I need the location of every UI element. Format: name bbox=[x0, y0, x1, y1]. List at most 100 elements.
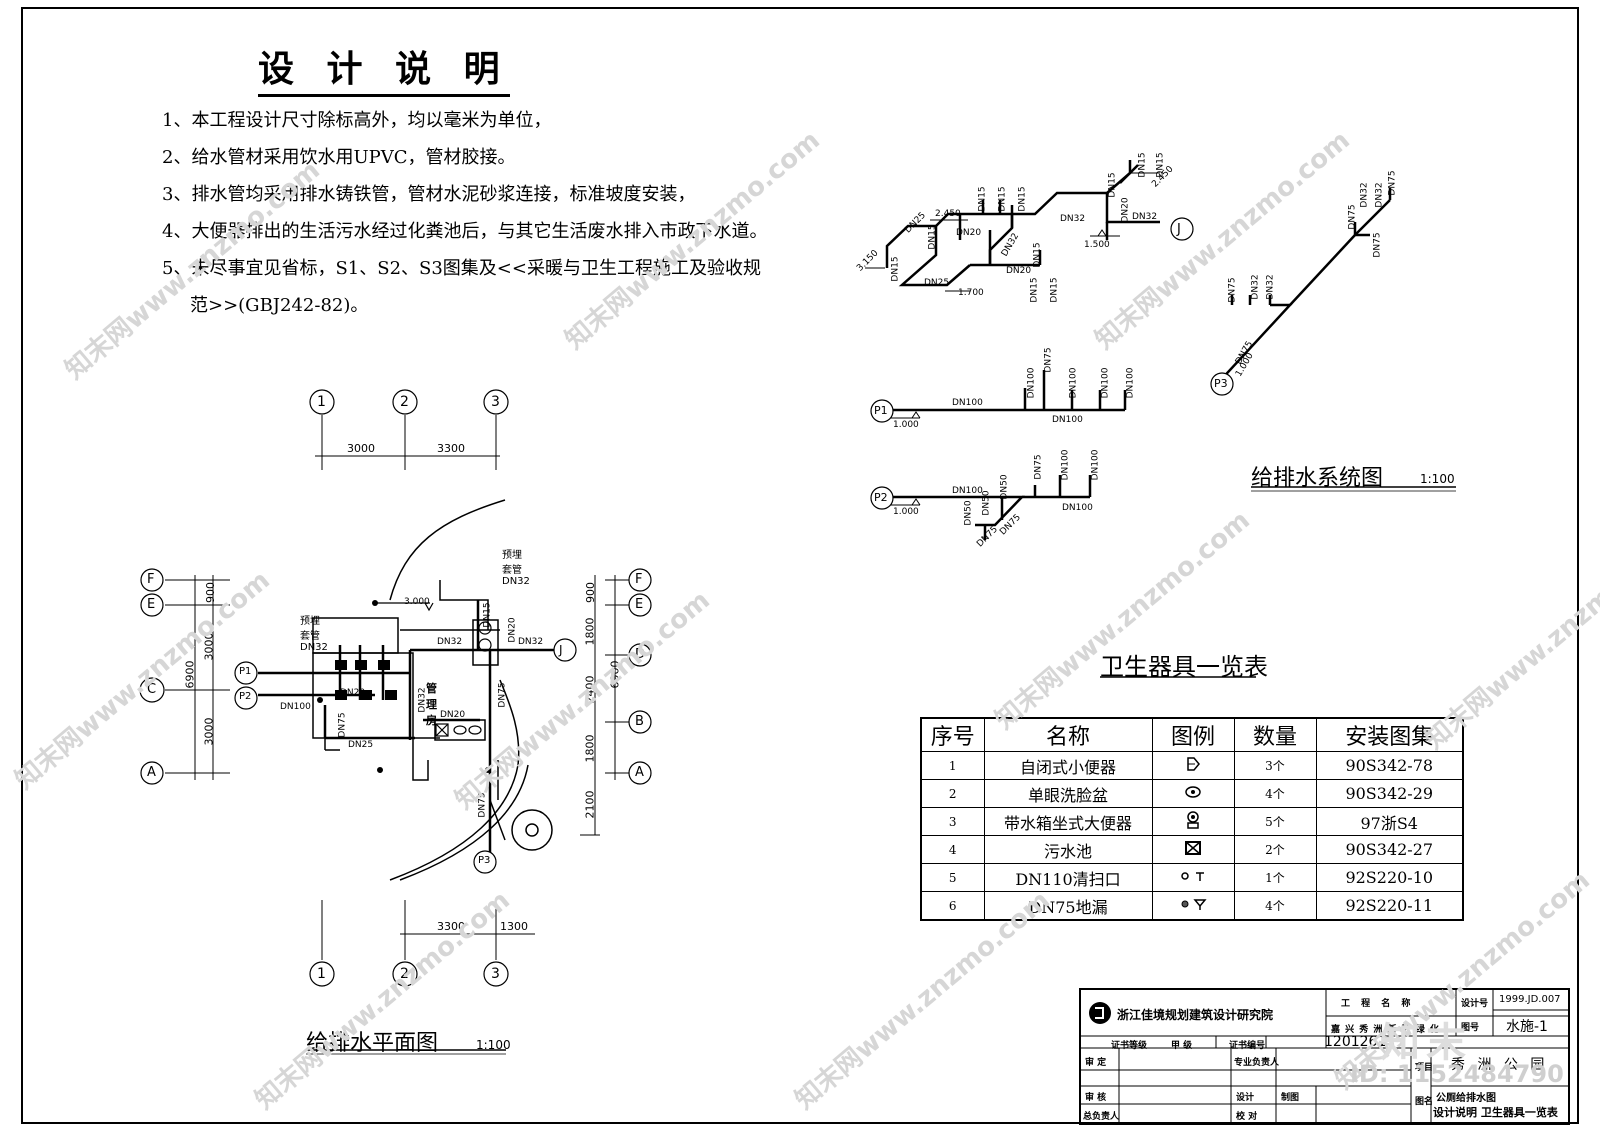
institute-name: 浙江佳境规划建筑设计研究院 bbox=[1117, 1008, 1274, 1022]
pipe-label: DN32 bbox=[437, 637, 463, 647]
review-label: 审 核 bbox=[1085, 1093, 1107, 1103]
dimension-label: 3000 bbox=[202, 717, 216, 746]
label-dn: DN100 bbox=[1100, 367, 1111, 399]
col-header: 序号 bbox=[920, 717, 985, 752]
label-dn: DN50 bbox=[999, 474, 1010, 500]
label-dn: DN75 bbox=[1033, 454, 1044, 480]
label-dn: DN75 bbox=[1347, 204, 1358, 230]
label-p3: P3 bbox=[1214, 377, 1228, 390]
label-dn: DN32 bbox=[1374, 182, 1385, 208]
col-header: 图例 bbox=[1151, 717, 1235, 752]
title-block: 浙江佳境规划建筑设计研究院 工 程 名 称 嘉 兴 秀 洲 新 区 绿 化 设计… bbox=[1079, 988, 1570, 1125]
label-dn: DN100 bbox=[1052, 415, 1083, 425]
label-elevation: 2.450 bbox=[935, 209, 961, 219]
axis-label: D bbox=[635, 647, 646, 662]
label-p1: P1 bbox=[239, 666, 252, 677]
label-dn: DN32 bbox=[1060, 214, 1086, 224]
drawing-name: 设计说明 卫生器具一览表 bbox=[1433, 1106, 1558, 1119]
cert-grade-label: 证书等级 bbox=[1111, 1041, 1148, 1051]
axis-label: E bbox=[635, 597, 644, 612]
label-dn: DN15 bbox=[1029, 277, 1040, 303]
label-dn: DN15 bbox=[1107, 172, 1118, 198]
sheet-border bbox=[21, 7, 1579, 1124]
label-elevation: 1.700 bbox=[958, 288, 984, 298]
institute-logo-icon bbox=[1089, 1002, 1111, 1024]
dimension-label: 3000 bbox=[202, 632, 216, 661]
title-block-grid bbox=[1081, 990, 1568, 1123]
label-dn: DN20 bbox=[1120, 197, 1131, 223]
pipe-label: DN20 bbox=[440, 710, 466, 720]
label-elevation: 1.500 bbox=[1084, 240, 1110, 250]
drawing-no: 水施-1 bbox=[1506, 1019, 1548, 1035]
label-p2: P2 bbox=[874, 491, 888, 504]
label-dn: DN100 bbox=[1090, 449, 1101, 481]
dimension-label: 3000 bbox=[347, 442, 375, 455]
supply-isometric bbox=[885, 160, 1160, 287]
note-line: 5、未尽事宜见省标，S1、S2、S3图集及<<采暖与卫生工程施工及验收规 bbox=[162, 258, 761, 279]
label-p2: P2 bbox=[239, 691, 252, 702]
table-row: 4 污水池 2个 90S342-27 bbox=[920, 835, 1464, 864]
pipe-label: DN100 bbox=[280, 702, 311, 712]
axis-label: 2 bbox=[400, 966, 409, 982]
system-diagram-title: 给排水系统图 bbox=[1251, 466, 1384, 491]
label-dn: DN100 bbox=[1125, 367, 1136, 399]
sleeve-label: 预埋套管DN32 bbox=[300, 616, 328, 653]
plan-scale: 1:100 bbox=[476, 1038, 511, 1052]
pipe-label: DN75 bbox=[497, 682, 508, 708]
table-row: 1 自闭式小便器 3个 90S342-78 bbox=[920, 751, 1464, 780]
axis-label: 1 bbox=[317, 966, 326, 982]
table-row: 2 单眼洗脸盆 4个 90S342-29 bbox=[920, 779, 1464, 808]
col-header: 安装图集 bbox=[1315, 717, 1464, 752]
label-dn: DN32 bbox=[1132, 212, 1158, 222]
design-no: 1999.JD.007 bbox=[1499, 994, 1561, 1005]
label-dn: DN50 bbox=[981, 490, 992, 516]
dimension-label: 2100 bbox=[583, 790, 597, 819]
dimension-label: 1800 bbox=[583, 734, 597, 763]
label-dn: DN75 bbox=[1372, 232, 1383, 258]
supply-leaders bbox=[865, 172, 1160, 292]
note-line: 4、大便器排出的生活污水经过化粪池后，与其它生活废水排入市政下水道。 bbox=[162, 221, 768, 242]
dimension-label: 1300 bbox=[500, 920, 528, 933]
axis-label: F bbox=[147, 572, 155, 587]
label-elevation: 1.000 bbox=[893, 420, 919, 430]
plan-title: 给排水平面图 bbox=[306, 1031, 439, 1056]
label-dn: DN100 bbox=[952, 398, 983, 408]
project-name-label: 工 程 名 称 bbox=[1341, 999, 1415, 1009]
drawing-name-top: 公厕给排水图 bbox=[1436, 1093, 1496, 1104]
dimension-label: 900 bbox=[204, 582, 217, 603]
pipe-label: DN20 bbox=[340, 688, 366, 698]
note-line: 2、给水管材采用饮水用UPVC，管材胶接。 bbox=[162, 147, 516, 168]
label-dn: DN32 bbox=[1265, 274, 1276, 300]
label-dn: DN100 bbox=[952, 486, 983, 496]
urinal-icon bbox=[1187, 756, 1200, 771]
label-dn: DN100 bbox=[1062, 503, 1093, 513]
fixture-table: 序号 名称 图例 数量 安装图集 1 自闭式小便器 3个 90S342-78 2… bbox=[920, 717, 1464, 921]
table-row: 6 DN75地漏 4个 92S220-11 bbox=[920, 891, 1464, 921]
cert-grade: 甲 级 bbox=[1171, 1041, 1193, 1051]
label-elevation: 1.000 bbox=[893, 507, 919, 517]
design-no-label: 设计号 bbox=[1461, 999, 1489, 1009]
project-name: 嘉 兴 秀 洲 新 区 绿 化 bbox=[1331, 1025, 1440, 1035]
sleeve-label: 预埋套管DN32 bbox=[502, 550, 530, 587]
label-dn: DN75 bbox=[1043, 347, 1054, 373]
note-line: 3、排水管均采用排水铸铁管，管材水泥砂浆连接，标准坡度安装， bbox=[162, 184, 696, 205]
col-header: 数量 bbox=[1233, 717, 1317, 752]
plan-grid bbox=[165, 415, 640, 960]
room-label: 管 理 房 bbox=[426, 682, 437, 727]
axis-bubbles bbox=[139, 217, 1234, 987]
washbasin-icon bbox=[1185, 785, 1201, 798]
check-label: 校 对 bbox=[1236, 1112, 1258, 1122]
fixture-table-title: 卫生器具一览表 bbox=[1100, 653, 1268, 681]
axis-label: B bbox=[635, 714, 644, 729]
label-dn: DN15 bbox=[1137, 152, 1148, 178]
dimension-label: 2400 bbox=[583, 675, 597, 704]
note-line: 范>>(GBJ242-82)。 bbox=[190, 295, 369, 316]
label-dn: DN75 bbox=[1227, 277, 1238, 303]
pipe-label: DN75 bbox=[337, 712, 348, 738]
label-dn: DN100 bbox=[1060, 449, 1071, 481]
dimension-label: 1800 bbox=[583, 617, 597, 646]
label-dn: DN32 bbox=[1359, 182, 1370, 208]
pipe-label: DN20 bbox=[507, 617, 518, 643]
label-dn: DN25 bbox=[924, 278, 950, 288]
axis-label: F bbox=[635, 572, 643, 587]
